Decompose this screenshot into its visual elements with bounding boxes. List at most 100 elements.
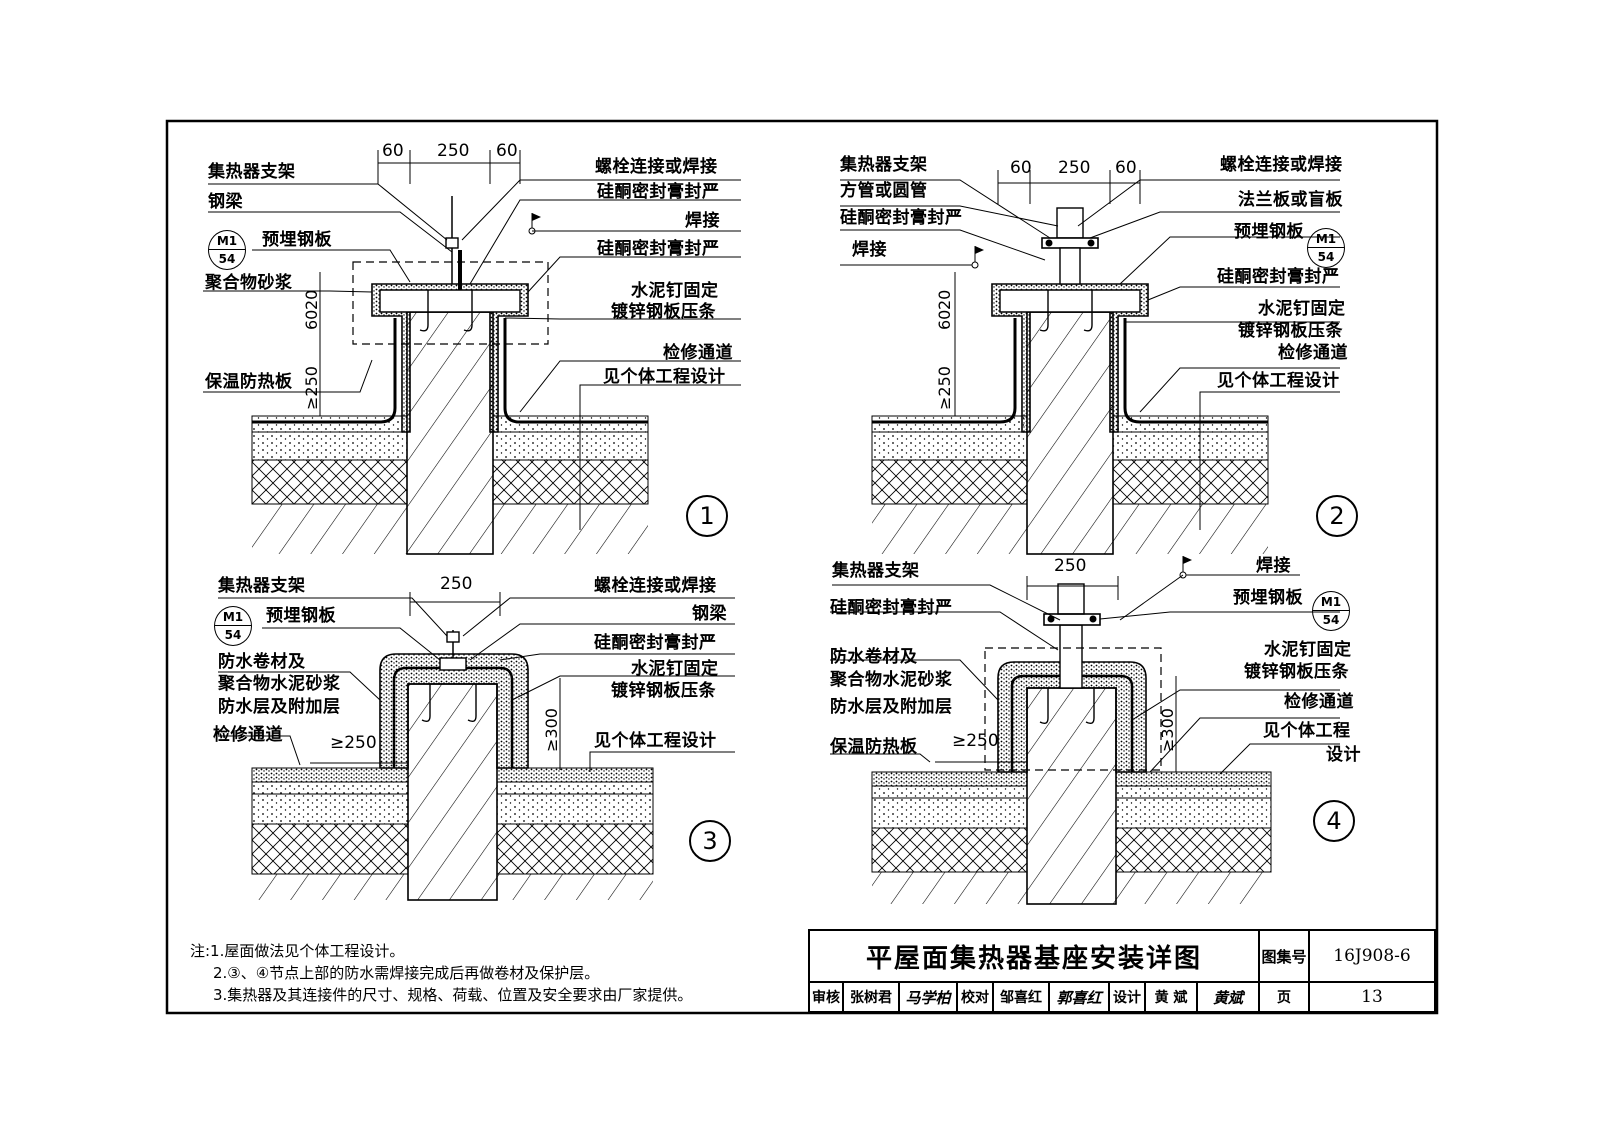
d3-label-waterproof-layer: 防水层及附加层 xyxy=(218,697,341,717)
d1-label-maintenance-path: 检修通道 xyxy=(663,343,733,363)
d2-label-see-project: 见个体工程设计 xyxy=(1217,371,1340,391)
d2-dim-c: 60 xyxy=(1115,158,1137,178)
detail-4-drawing xyxy=(830,556,1340,905)
d1-dim-h1: 60 xyxy=(302,309,321,330)
d2-dim-h2: 20 xyxy=(935,289,954,310)
note-2: 2.③、④节点上部的防水需焊接完成后再做卷材及保护层。 xyxy=(213,964,600,982)
d1-dim-h3: ≥250 xyxy=(302,366,321,410)
title-block: 平屋面集热器基座安装详图 图集号 16J908-6 审核 张树君 马学柏 校对 … xyxy=(808,929,1436,1013)
d1-label-collector-support: 集热器支架 xyxy=(208,162,296,182)
d3-ref-bubble: M1 54 xyxy=(214,606,252,646)
d3-label-collector-support: 集热器支架 xyxy=(218,576,306,596)
d4-dim-h: ≥300 xyxy=(1158,708,1177,752)
d2-ref-bot: 54 xyxy=(1317,250,1335,264)
d3-label-see-project: 见个体工程设计 xyxy=(594,731,717,751)
check-signature: 郭喜红 xyxy=(1050,983,1110,1013)
d1-ref-bot: 54 xyxy=(218,252,236,266)
d4-label-maintenance-path: 检修通道 xyxy=(1284,692,1354,712)
design-name: 黄 斌 xyxy=(1146,983,1198,1013)
d4-label-embedded-plate: 预埋钢板 xyxy=(1233,588,1303,608)
d2-label-weld: 焊接 xyxy=(852,240,887,260)
d2-label-tube: 方管或圆管 xyxy=(840,181,928,201)
d4-label-waterproof-layer: 防水层及附加层 xyxy=(830,697,953,717)
page-label: 页 xyxy=(1260,983,1310,1013)
d2-ref-bubble: M1 54 xyxy=(1307,228,1345,268)
d2-label-silicone-seal: 硅酮密封膏封严 xyxy=(840,208,963,228)
d1-label-cement-nail: 水泥钉固定 xyxy=(631,281,719,301)
detail-2-drawing xyxy=(840,170,1340,555)
d2-dim-h1: 60 xyxy=(935,309,954,330)
d4-dim-b: 250 xyxy=(1054,556,1087,576)
d3-dim-h: ≥300 xyxy=(542,708,561,752)
d2-label-galvanized-strip: 镀锌钢板压条 xyxy=(1238,321,1343,341)
d2-detail-number: 2 xyxy=(1316,495,1358,537)
review-signature: 马学柏 xyxy=(900,983,958,1013)
drawing-title: 平屋面集热器基座安装详图 xyxy=(808,929,1260,983)
d1-label-see-project: 见个体工程设计 xyxy=(603,367,726,387)
d3-label-polymer-mortar: 聚合物水泥砂浆 xyxy=(218,674,341,694)
d3-dim-w: ≥250 xyxy=(330,733,377,753)
d2-dim-b: 250 xyxy=(1058,158,1091,178)
sheet-frame xyxy=(165,119,1439,1015)
d3-label-steel-beam: 钢梁 xyxy=(692,604,727,624)
d4-label-polymer-mortar: 聚合物水泥砂浆 xyxy=(830,670,953,690)
d4-ref-bubble: M1 54 xyxy=(1312,591,1350,631)
d3-label-membrane: 防水卷材及 xyxy=(218,652,306,672)
d1-ref-top: M1 xyxy=(209,231,245,250)
d2-label-bolt-or-weld: 螺栓连接或焊接 xyxy=(1220,155,1343,175)
d4-label-see-project: 见个体工程 xyxy=(1263,721,1351,741)
d1-label-weld: 焊接 xyxy=(685,211,720,231)
d3-label-maintenance-path: 检修通道 xyxy=(213,725,283,745)
d3-detail-number: 3 xyxy=(689,820,731,862)
d1-label-polymer-mortar: 聚合物砂浆 xyxy=(205,273,293,293)
note-3: 3.集热器及其连接件的尺寸、规格、荷载、位置及安全要求由厂家提供。 xyxy=(213,986,693,1004)
d3-ref-top: M1 xyxy=(215,607,251,626)
d3-label-embedded-plate: 预埋钢板 xyxy=(266,606,336,626)
review-label: 审核 xyxy=(808,983,844,1013)
atlas-number: 16J908-6 xyxy=(1310,929,1436,983)
d2-label-flange: 法兰板或盲板 xyxy=(1238,190,1343,210)
page-number: 13 xyxy=(1310,983,1436,1013)
d4-label-galvanized-strip: 镀锌钢板压条 xyxy=(1244,662,1349,682)
check-name: 邹喜红 xyxy=(994,983,1050,1013)
d4-ref-top: M1 xyxy=(1313,592,1349,611)
d2-label-silicone-seal-b: 硅酮密封膏封严 xyxy=(1217,267,1340,287)
d1-dim-a: 60 xyxy=(382,141,404,161)
d2-ref-top: M1 xyxy=(1308,229,1344,248)
check-label: 校对 xyxy=(958,983,994,1013)
d1-label-galvanized-strip: 镀锌钢板压条 xyxy=(611,302,716,322)
d1-dim-h2: 20 xyxy=(302,289,321,310)
d4-label-cement-nail: 水泥钉固定 xyxy=(1264,640,1352,660)
d4-dim-w: ≥250 xyxy=(952,731,999,751)
d1-label-bolt-or-weld: 螺栓连接或焊接 xyxy=(595,157,718,177)
d3-label-bolt-or-weld: 螺栓连接或焊接 xyxy=(594,576,717,596)
d4-label-silicone-seal: 硅酮密封膏封严 xyxy=(830,598,953,618)
d3-dim-b: 250 xyxy=(440,574,473,594)
d4-ref-bot: 54 xyxy=(1322,613,1340,627)
note-1: 注:1.屋面做法见个体工程设计。 xyxy=(190,942,405,960)
d4-label-collector-support: 集热器支架 xyxy=(832,561,920,581)
d1-label-embedded-plate: 预埋钢板 xyxy=(262,230,332,250)
d4-label-membrane: 防水卷材及 xyxy=(830,647,918,667)
review-name: 张树君 xyxy=(844,983,900,1013)
detail-3-drawing xyxy=(218,592,735,901)
d1-label-silicone-seal-b: 硅酮密封膏封严 xyxy=(597,239,720,259)
d2-label-embedded-plate: 预埋钢板 xyxy=(1234,222,1304,242)
d2-dim-h3: ≥250 xyxy=(935,366,954,410)
design-signature: 黄斌 xyxy=(1198,983,1260,1013)
d2-dim-a: 60 xyxy=(1010,158,1032,178)
d1-dim-c: 60 xyxy=(496,141,518,161)
d4-label-insulation-board: 保温防热板 xyxy=(830,737,918,757)
d4-label-weld: 焊接 xyxy=(1256,556,1291,576)
d2-label-maintenance-path: 检修通道 xyxy=(1278,343,1348,363)
d3-ref-bot: 54 xyxy=(224,628,242,642)
d1-label-insulation-board: 保温防热板 xyxy=(205,372,293,392)
d3-label-silicone-seal: 硅酮密封膏封严 xyxy=(594,633,717,653)
d1-detail-number: 1 xyxy=(686,495,728,537)
d1-dim-b: 250 xyxy=(437,141,470,161)
d1-ref-bubble: M1 54 xyxy=(208,230,246,270)
d3-label-cement-nail: 水泥钉固定 xyxy=(631,659,719,679)
detail-1-drawing xyxy=(203,150,741,555)
